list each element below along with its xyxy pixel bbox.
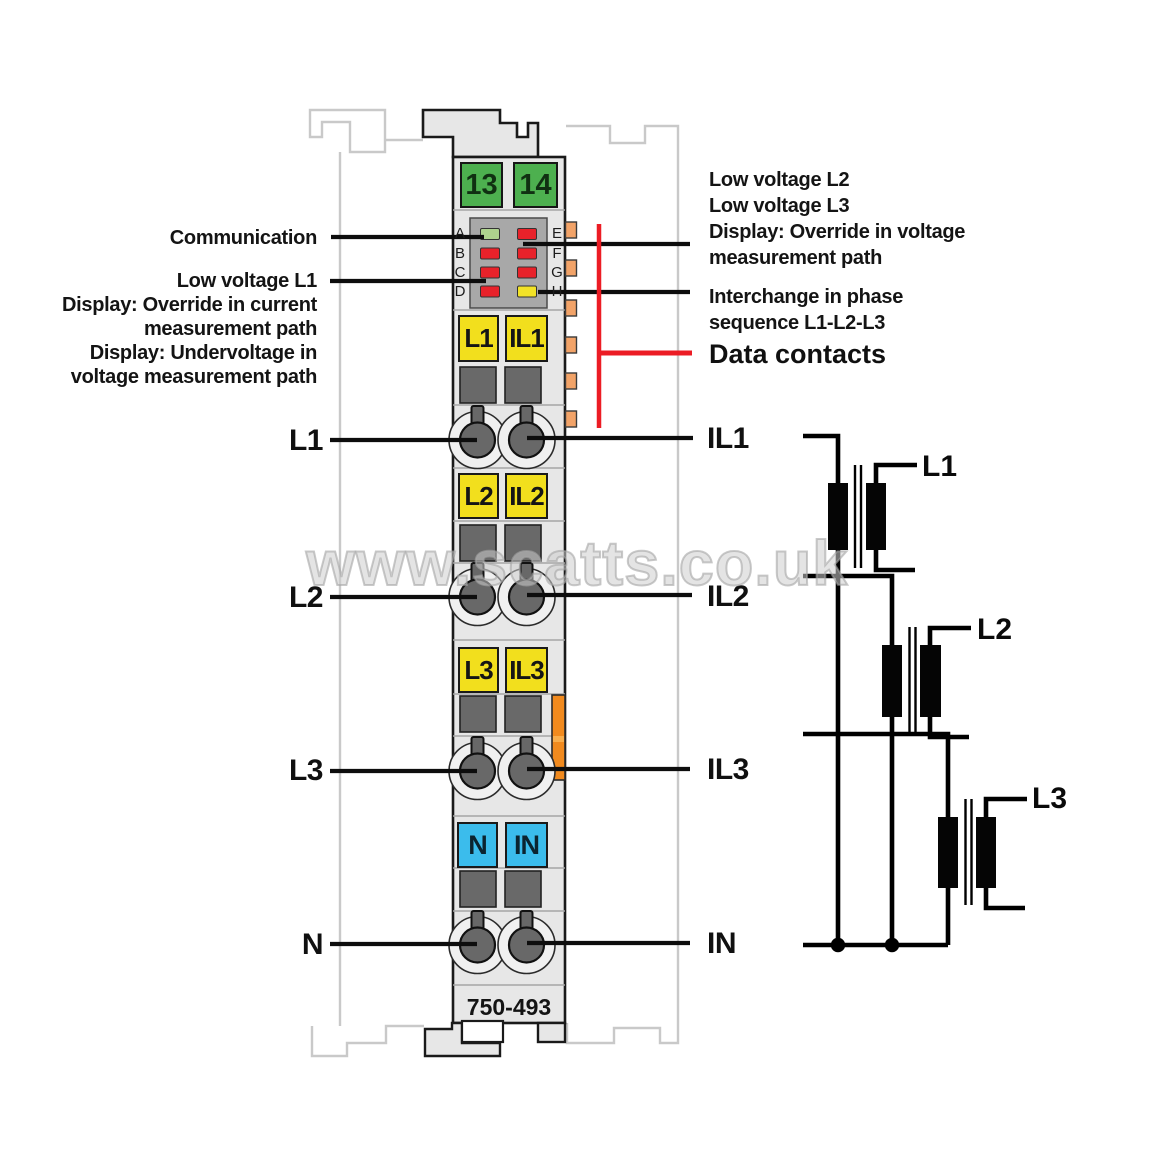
led-letter-C: C xyxy=(454,263,466,281)
led-D xyxy=(480,285,500,298)
led-H xyxy=(517,285,537,298)
power-terminal-13[interactable]: 13 xyxy=(460,162,503,208)
tag-L2: L2 xyxy=(458,473,499,519)
led-letter-B: B xyxy=(454,244,465,262)
ct-circuit xyxy=(803,433,1027,953)
led-F xyxy=(517,247,537,260)
din-foot-notch xyxy=(460,1019,505,1044)
led-E xyxy=(517,228,537,240)
tag-IL1: IL1 xyxy=(505,315,548,362)
label-data-contacts: Data contacts xyxy=(709,339,887,369)
part-number: 750-493 xyxy=(466,994,552,1020)
led-letter-E: E xyxy=(551,225,562,242)
tag-N: N xyxy=(457,822,498,868)
clamp-row-L2[interactable] xyxy=(448,562,556,627)
tag-IL3: IL3 xyxy=(505,647,548,693)
tag-L1: L1 xyxy=(458,315,499,362)
din-latch-top xyxy=(421,108,540,159)
ct-label-L1: L1 xyxy=(922,450,958,483)
phase-wire-2 xyxy=(803,573,895,945)
led-B xyxy=(480,247,500,260)
clamp-row-N[interactable] xyxy=(448,910,556,975)
tag-IN: IN xyxy=(505,822,548,868)
led-display-block xyxy=(469,217,548,309)
neighbor-module-outlines xyxy=(308,108,680,1058)
side-contact-tabs xyxy=(564,221,578,428)
label-low-voltage-l1-block: Low voltage L1 Display: Override in curr… xyxy=(61,270,317,388)
junction-dot xyxy=(830,937,846,953)
din-foot-right xyxy=(536,1021,567,1044)
current-transformer-L2 xyxy=(882,625,971,740)
led-letter-H: H xyxy=(551,282,563,300)
data-contacts-pointer xyxy=(596,224,692,428)
led-letter-G: G xyxy=(551,263,563,281)
label-communication: Communication xyxy=(169,227,318,249)
phase-wire-1 xyxy=(803,433,841,945)
callout-lines xyxy=(330,234,693,947)
led-letter-A: A xyxy=(454,225,465,242)
left-neighbor-latch-outline xyxy=(308,108,387,154)
phase-label-IL1: IL1 xyxy=(707,422,749,455)
phase-label-IL3: IL3 xyxy=(707,753,749,786)
phase-wire-3 xyxy=(803,731,951,945)
tag-IL2: IL2 xyxy=(505,473,548,519)
phase-label-L2: L2 xyxy=(288,581,324,614)
led-G xyxy=(517,266,537,279)
ct-label-L3: L3 xyxy=(1032,782,1068,815)
phase-label-IL2: IL2 xyxy=(707,580,749,613)
phase-label-L3: L3 xyxy=(288,754,324,787)
clamp-terminals[interactable] xyxy=(448,405,556,975)
clamp-row-L3[interactable] xyxy=(448,736,556,801)
junction-dot xyxy=(884,937,900,953)
ct-label-L2: L2 xyxy=(977,613,1013,646)
label-interchange-block: Interchange in phase sequence L1-L2-L3 xyxy=(709,286,904,334)
phase-label-IN: IN xyxy=(707,927,737,960)
tag-L3: L3 xyxy=(458,647,499,693)
led-A xyxy=(480,228,500,240)
current-transformer-L3 xyxy=(938,796,1027,911)
led-letter-F: F xyxy=(552,244,562,262)
led-C xyxy=(480,266,500,279)
label-low-voltage-l2-l3-block: Low voltage L2 Low voltage L3 Display: O… xyxy=(709,169,966,269)
orange-release-latch[interactable] xyxy=(551,694,566,781)
led-letter-D: D xyxy=(454,282,466,300)
left-neighbor-foot-outline xyxy=(310,1024,424,1058)
phase-label-N: N xyxy=(301,928,324,961)
current-transformer-L1 xyxy=(828,462,917,573)
phase-label-L1: L1 xyxy=(288,424,324,457)
push-buttons[interactable] xyxy=(459,366,542,908)
right-neighbor-outline xyxy=(565,124,680,1045)
power-terminal-14[interactable]: 14 xyxy=(513,162,558,208)
